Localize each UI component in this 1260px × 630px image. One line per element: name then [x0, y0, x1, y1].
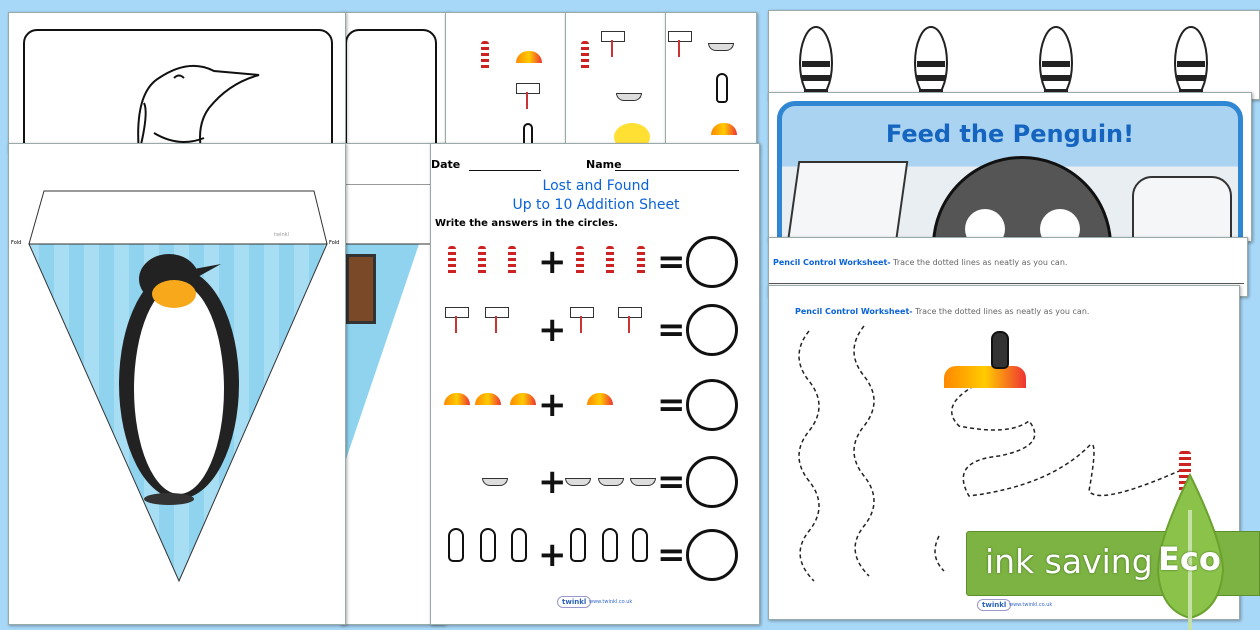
coloring-sheet-2: [340, 12, 450, 169]
plus-sign: +: [538, 310, 567, 350]
plus-sign: +: [538, 462, 567, 502]
equals-sign: =: [657, 535, 686, 575]
instruction: Write the answers in the circles.: [435, 218, 618, 229]
equals-sign: =: [657, 310, 686, 350]
answer-circle-3[interactable]: [686, 379, 738, 431]
emperor-penguin-icon: [119, 254, 239, 505]
ink-saving-label: ink saving: [985, 542, 1153, 581]
umbrella-boat-icon: [944, 366, 1026, 388]
worksheet-title: Pencil Control Worksheet-: [773, 258, 891, 267]
eco-leaf-icon: [1156, 472, 1225, 630]
matching-cards-sheet-3: [665, 12, 757, 152]
penguin-face: [932, 156, 1112, 241]
bunting-sheet: Fold Fold twinkl: [8, 143, 346, 625]
answer-circle-5[interactable]: [686, 529, 738, 581]
ice-block: [1132, 176, 1232, 241]
footer-url: www.twinkl.co.uk: [589, 599, 633, 605]
equals-sign: =: [657, 462, 686, 502]
footer-url: www.twinkl.co.uk: [1009, 602, 1053, 608]
dotted-trace-lines: [798, 325, 1180, 582]
equals-sign: =: [657, 385, 686, 425]
answer-circle-1[interactable]: [686, 236, 738, 288]
ice-block: [785, 161, 909, 241]
answer-circle-4[interactable]: [686, 456, 738, 508]
bunting-brand: twinkl: [274, 232, 289, 238]
worksheet-title: Pencil Control Worksheet-: [795, 307, 913, 316]
matching-cards-sheet-1: [445, 12, 567, 153]
worksheet-instruction: Trace the dotted lines as neatly as you …: [915, 307, 1090, 316]
plus-sign: +: [538, 242, 567, 282]
sign-frame: [346, 254, 376, 324]
twinkl-logo: twinkl: [977, 599, 1012, 611]
name-label: Name: [586, 158, 622, 171]
fish-cards-sheet: [768, 10, 1260, 100]
plus-sign: +: [538, 535, 567, 575]
matching-cards-sheet-2: [565, 12, 667, 152]
worksheet-instruction: Trace the dotted lines as neatly as you …: [893, 258, 1068, 267]
penguin-icon: [991, 331, 1009, 369]
fish-icon: [799, 26, 833, 100]
answer-circle-2[interactable]: [686, 304, 738, 356]
twinkl-logo: twinkl: [557, 596, 592, 608]
coloring-sheet: [8, 12, 346, 169]
equals-sign: =: [657, 242, 686, 282]
fish-icon: [914, 26, 948, 100]
date-label: Date: [431, 158, 461, 171]
title-line-2: Up to 10 Addition Sheet: [512, 197, 680, 213]
fish-icon: [1174, 26, 1208, 100]
feed-title: Feed the Penguin!: [885, 120, 1135, 148]
fold-label-left: Fold: [11, 240, 22, 246]
sheet-title: Lost and Found Up to 10 Addition Sheet: [431, 177, 761, 215]
title-line-1: Lost and Found: [542, 178, 650, 194]
feed-penguin-sheet: Feed the Penguin!: [768, 92, 1252, 246]
fish-icon: [1039, 26, 1073, 100]
plus-sign: +: [538, 385, 567, 425]
eco-badge: Eco: [1158, 540, 1221, 578]
fold-label-right: Fold: [329, 240, 340, 246]
